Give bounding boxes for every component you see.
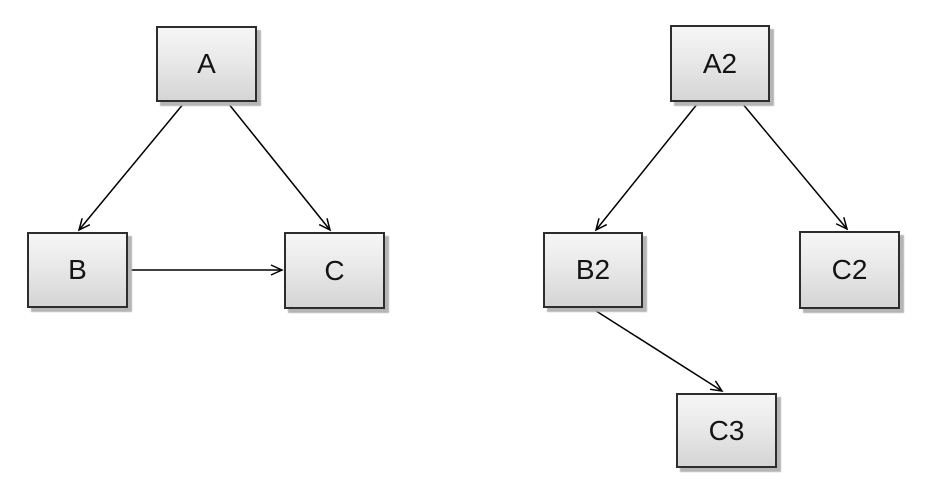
- node-label-A: A: [197, 48, 216, 79]
- node-label-C: C: [324, 254, 345, 286]
- node-B[interactable]: B: [27, 232, 128, 308]
- edge-A2-C2[interactable]: [741, 102, 849, 231]
- node-label-C2: C2: [831, 254, 868, 285]
- node-B2[interactable]: B2: [543, 232, 643, 308]
- node-label-B2: B2: [575, 254, 611, 285]
- node-label-A2: A2: [702, 47, 738, 79]
- edge-A-B[interactable]: [77, 102, 185, 232]
- node-C[interactable]: C: [284, 232, 385, 309]
- edge-B2-C3[interactable]: [592, 308, 724, 392]
- node-C2[interactable]: C2: [799, 231, 900, 309]
- edge-A-C[interactable]: [227, 102, 332, 232]
- node-A2[interactable]: A2: [670, 25, 770, 102]
- right-graph-edges: [592, 102, 849, 392]
- edge-A2-B2[interactable]: [594, 102, 699, 232]
- node-A[interactable]: A: [156, 26, 257, 102]
- node-C3[interactable]: C3: [676, 393, 777, 468]
- node-label-C3: C3: [708, 414, 745, 446]
- left-graph-edges: [77, 102, 332, 276]
- node-label-B: B: [68, 254, 87, 285]
